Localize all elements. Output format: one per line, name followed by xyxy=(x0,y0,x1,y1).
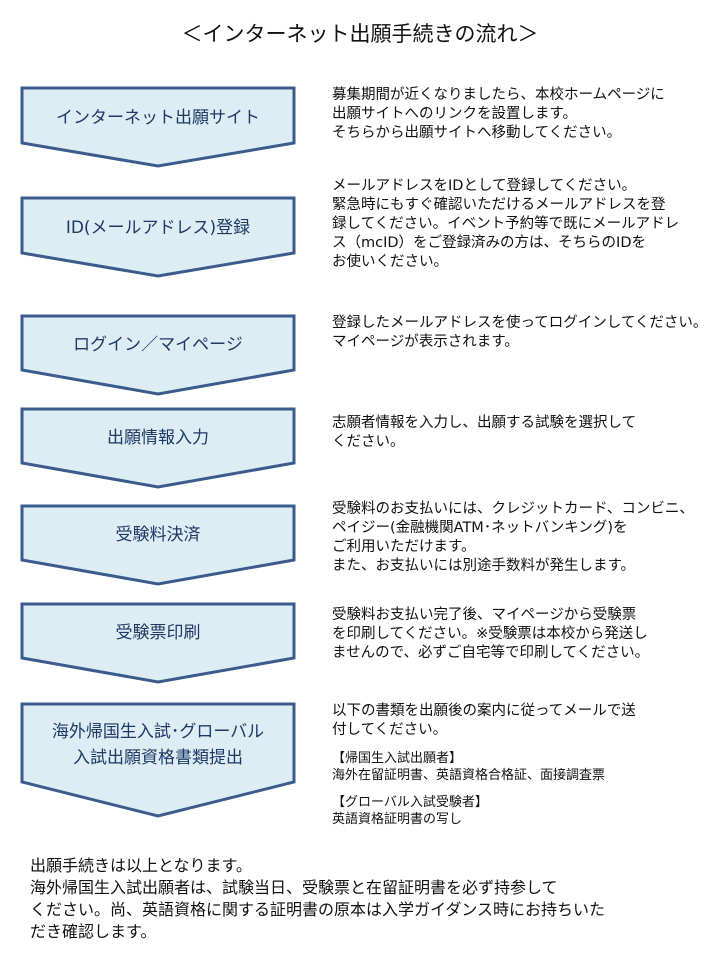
step-label-line: ログイン／マイページ xyxy=(73,335,243,355)
document-group-heading: 【帰国生入試出願者】 xyxy=(332,751,463,766)
step-label: 受験票印刷 xyxy=(20,620,296,646)
chevron-arrow-shape xyxy=(20,86,296,168)
document-group: 【帰国生入試出願者】海外在留証明書、英語資格合格証、面接調査票 xyxy=(332,750,712,784)
step-description: メールアドレスをIDとして登録してください。緊急時にもすぐ確認いただけるメールア… xyxy=(332,177,712,272)
description-line: ませんので、必ずご自宅等で印刷してください。 xyxy=(332,645,650,661)
step-label-line: ID(メールアドレス)登録 xyxy=(65,217,251,238)
step-label-line: 出願情報入力 xyxy=(107,428,209,448)
chevron-arrow-shape xyxy=(20,702,296,818)
description-line: 受験料お支払い完了後、マイページから受験票 xyxy=(332,607,637,623)
step-chevron: インターネット出願サイト xyxy=(20,86,296,168)
step-chevron: 海外帰国生入試･グローバル入試出願資格書類提出 xyxy=(20,702,296,818)
step-label-line: 受験料決済 xyxy=(115,525,201,545)
step-chevron: 出願情報入力 xyxy=(20,407,296,489)
step-description: 志願者情報を入力し、出願する試験を選択してください。 xyxy=(332,414,712,452)
footer-line: だき確認します。 xyxy=(30,922,157,941)
document-group-heading: 【グローバル入試受験者】 xyxy=(332,795,488,810)
step-label-line: 海外帰国生入試･グローバル xyxy=(51,722,265,742)
step-description: 登録したメールアドレスを使ってログインしてください。マイページが表示されます。 xyxy=(332,314,712,352)
step-description: 受験料のお支払いには、クレジットカード、コンビニ、ペイジー(金融機関ATM･ネッ… xyxy=(332,500,712,576)
step-label: 受験料決済 xyxy=(20,522,296,548)
description-line: 募集期間が近くなりましたら、本校ホームページに xyxy=(332,87,665,103)
description-line: 志願者情報を入力し、出願する試験を選択して xyxy=(332,415,637,431)
description-line: 録してください。イベント予約等で既にメールアドレ xyxy=(332,216,680,232)
step-label-line: 受験票印刷 xyxy=(115,623,201,643)
description-line: を印刷してください。※受験票は本校から発送し xyxy=(332,626,648,642)
description-line: マイページが表示されます。 xyxy=(332,334,519,350)
footer-line: 出願手続きは以上となります。 xyxy=(30,856,252,875)
chevron-arrow-shape xyxy=(20,504,296,586)
description-line: また、お支払いには別途手数料が発生します。 xyxy=(332,558,636,574)
chevron-arrow-shape xyxy=(20,602,296,684)
description-line: 付してください。 xyxy=(332,722,448,738)
step-label: ID(メールアドレス)登録 xyxy=(20,215,296,241)
step-description: 募集期間が近くなりましたら、本校ホームページに出願サイトへのリンクを設置します。… xyxy=(332,86,712,143)
footer-line: ください。尚、英語資格に関する証明書の原本は入学ガイダンス時にお持ちいた xyxy=(30,900,606,919)
step-label-line: インターネット出願サイト xyxy=(56,107,260,128)
step-label: 出願情報入力 xyxy=(20,425,296,451)
document-group-items: 英語資格証明書の写し xyxy=(332,812,463,827)
footer-notes: 出願手続きは以上となります。 海外帰国生入試出願者は、試験当日、受験票と在留証明… xyxy=(30,855,720,943)
description-line: ご利用いただけます。 xyxy=(332,539,476,555)
description-line: 以下の書類を出願後の案内に従ってメールで送 xyxy=(332,703,636,719)
step-chevron: ログイン／マイページ xyxy=(20,314,296,396)
step-description: 受験料お支払い完了後、マイページから受験票を印刷してください。※受験票は本校から… xyxy=(332,606,712,663)
step-chevron: 受験料決済 xyxy=(20,504,296,586)
footer-line: 海外帰国生入試出願者は、試験当日、受験票と在留証明書を必ず持参して xyxy=(30,878,558,897)
chevron-arrow-shape xyxy=(20,407,296,489)
description-line: ペイジー(金融機関ATM･ネットバンキング)を xyxy=(332,520,628,536)
step-chevron: 受験票印刷 xyxy=(20,602,296,684)
description-line: 受験料のお支払いには、クレジットカード、コンビニ、 xyxy=(332,501,694,517)
chevron-arrow-shape xyxy=(20,314,296,396)
description-line: お使いください。 xyxy=(332,254,448,270)
step-label: 海外帰国生入試･グローバル入試出願資格書類提出 xyxy=(20,719,296,771)
description-line: そちらから出願サイトへ移動してください。 xyxy=(332,125,622,141)
description-line: ください。 xyxy=(332,434,405,450)
step-label-line: 入試出願資格書類提出 xyxy=(73,748,243,768)
description-line: メールアドレスをIDとして登録してください。 xyxy=(332,178,637,194)
document-group: 【グローバル入試受験者】英語資格証明書の写し xyxy=(332,794,712,828)
document-group-items: 海外在留証明書、英語資格合格証、面接調査票 xyxy=(332,768,606,783)
description-line: 出願サイトへのリンクを設置します。 xyxy=(332,106,578,122)
chevron-arrow-shape xyxy=(20,196,296,278)
description-line: 登録したメールアドレスを使ってログインしてください。 xyxy=(332,315,708,331)
step-chevron: ID(メールアドレス)登録 xyxy=(20,196,296,278)
description-line: ス（mcID）をご登録済みの方は、そちらのIDを xyxy=(332,235,646,251)
step-label: ログイン／マイページ xyxy=(20,332,296,358)
page-title: ＜インターネット出願手続きの流れ＞ xyxy=(181,22,539,46)
description-line: 緊急時にもすぐ確認いただけるメールアドレスを登 xyxy=(332,197,666,213)
step-label: インターネット出願サイト xyxy=(20,105,296,131)
step-description: 以下の書類を出願後の案内に従ってメールで送付してください。【帰国生入試出願者】海… xyxy=(332,702,712,828)
